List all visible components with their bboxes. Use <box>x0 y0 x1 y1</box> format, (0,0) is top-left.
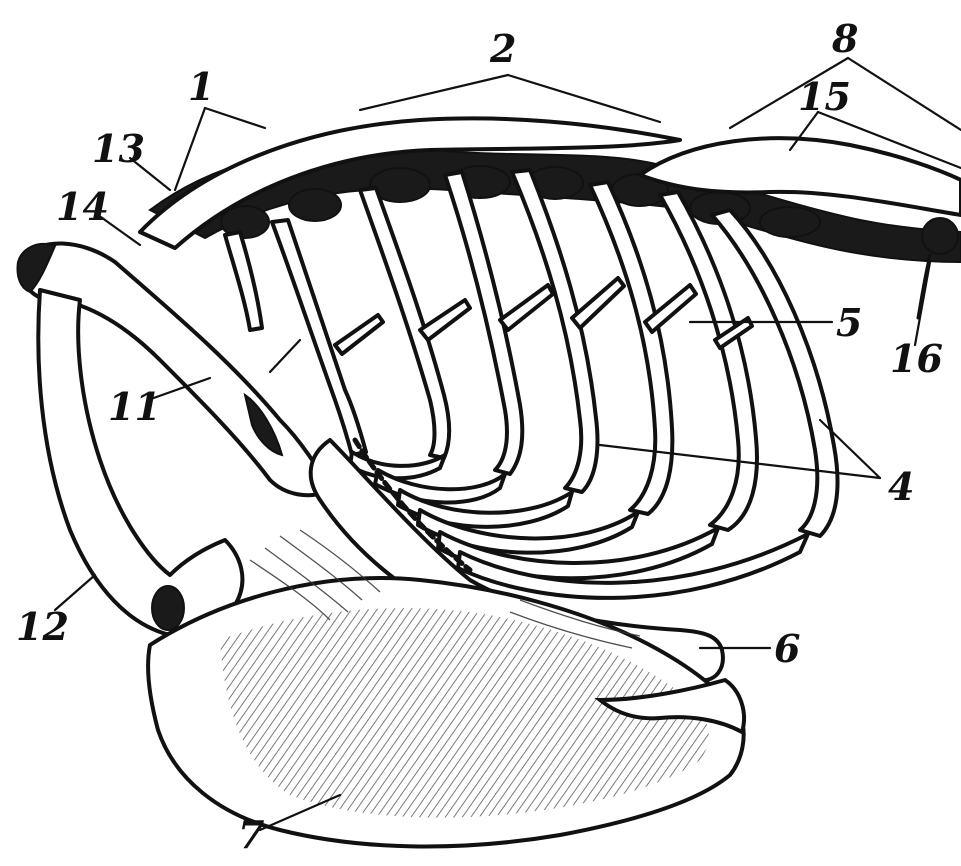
acetabulum <box>922 218 958 254</box>
label-15: 15 <box>798 74 851 119</box>
label-7: 7 <box>238 812 264 857</box>
furcula-tip <box>152 586 184 630</box>
label-14: 14 <box>56 184 109 229</box>
ribs <box>225 170 838 598</box>
label-1: 1 <box>188 64 214 109</box>
rib-5 <box>512 170 597 492</box>
label-2: 2 <box>489 26 516 71</box>
label-6: 6 <box>774 626 800 671</box>
label-11: 11 <box>108 384 161 429</box>
label-4: 4 <box>888 464 914 509</box>
label-16: 16 <box>890 336 943 381</box>
label-5: 5 <box>836 300 862 345</box>
femur-head-stub <box>918 255 930 318</box>
rib-1 <box>225 232 262 330</box>
label-12: 12 <box>16 604 69 649</box>
label-8: 8 <box>831 16 858 61</box>
rib-6 <box>590 182 672 514</box>
label-13: 13 <box>92 126 145 171</box>
